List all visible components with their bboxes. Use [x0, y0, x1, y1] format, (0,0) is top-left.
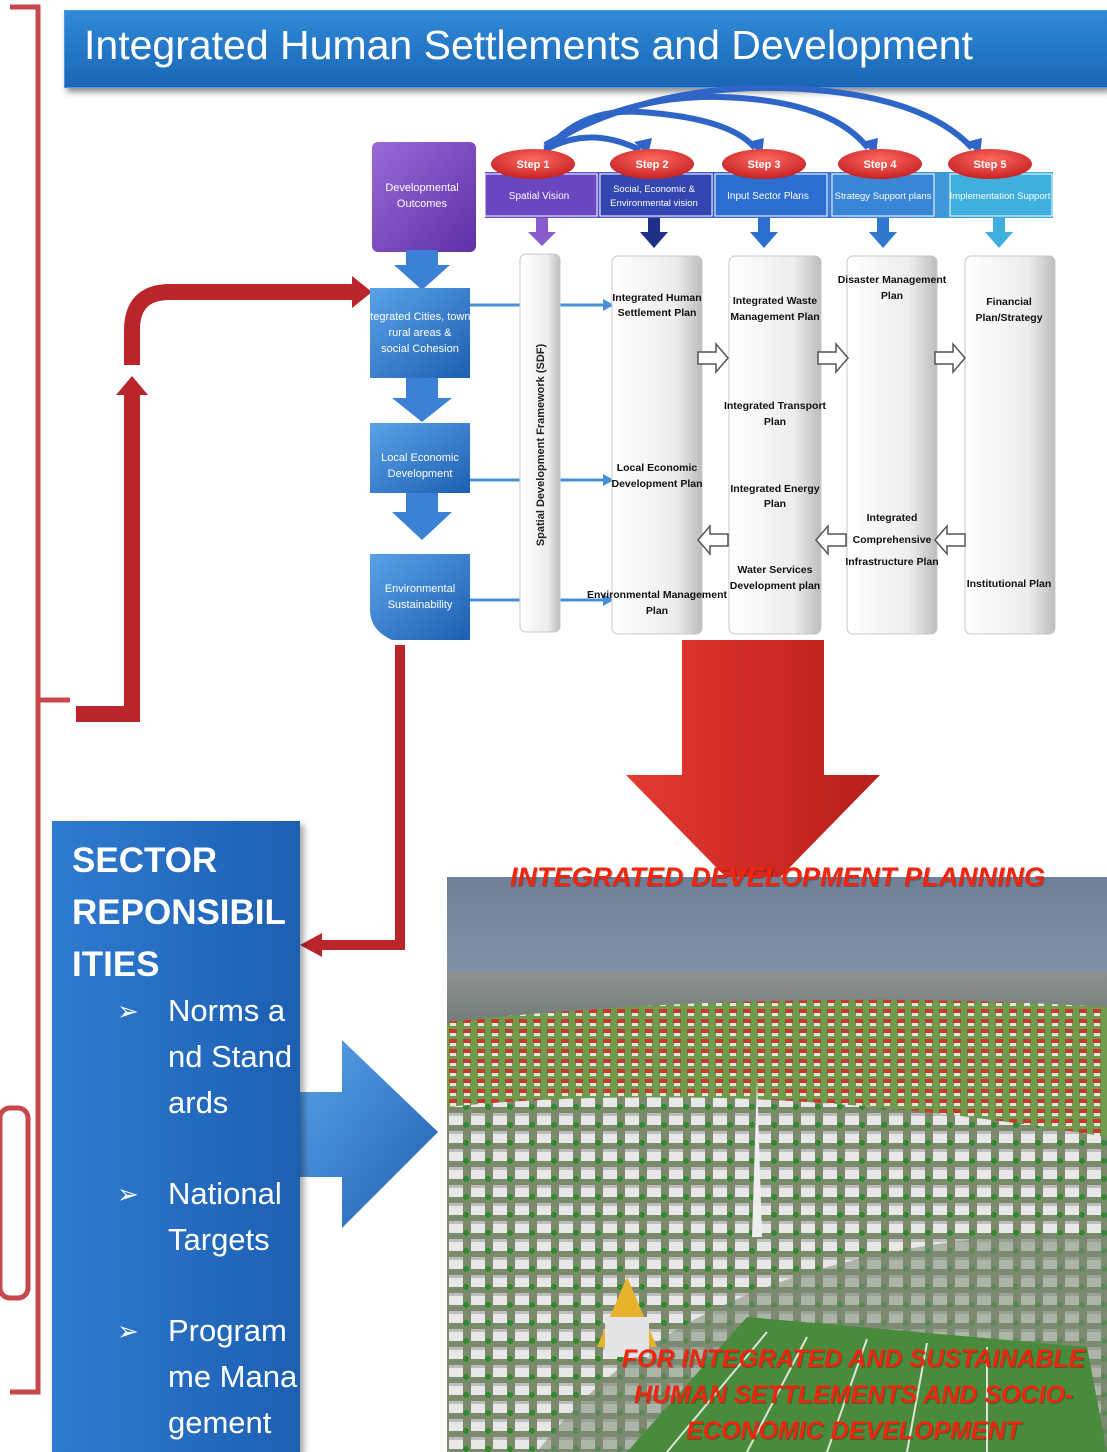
sector-heading: SECTOR REPONSIBIL ITIES [72, 841, 286, 984]
plan-label: Water Services [738, 564, 813, 576]
svg-text:Infrastructure Plan: Infrastructure Plan [845, 556, 938, 568]
step-down-arrows [528, 218, 1013, 248]
big-blue-right-arrow [300, 1040, 438, 1228]
settlement-render-image [447, 877, 1107, 1452]
plan-label: Plan [764, 416, 786, 428]
bullet-programme: ➢ Programme Management [120, 1308, 300, 1452]
step-2-label: Step 2 [635, 159, 668, 171]
arrow-bullet-icon: ➢ [117, 996, 139, 1026]
sdf-column [519, 253, 561, 633]
outcome-1-line2: rural areas & [389, 327, 453, 339]
outcome-box-integrated-cities [370, 288, 470, 378]
bullet-norms: ➢ Norms and Standards [117, 988, 300, 1168]
plan-label: Settlement Plan [618, 307, 697, 319]
plan-label: Integrated Transport [724, 400, 827, 412]
step-3-label: Step 3 [747, 159, 780, 171]
step-titles: Spatial Vision Social, Economic & Enviro… [509, 184, 1051, 209]
settlement-illustration [447, 877, 1107, 1452]
outcome-3-line1: Environmental [385, 583, 455, 595]
plan-label: Environmental Management [587, 589, 728, 601]
step-5-title: Implementation Support [950, 191, 1051, 202]
plan-label: Financial [986, 296, 1032, 308]
step-ellipses [491, 149, 1032, 179]
bullet-targets: ➢ National Targets [117, 1171, 300, 1311]
photo-top-caption: INTEGRATED DEVELOPMENT PLANNING [510, 862, 1046, 892]
step-boxes [484, 173, 1053, 217]
red-arrowhead-right [352, 276, 372, 308]
red-connector-line [320, 645, 405, 950]
plan-label: Plan [764, 498, 786, 510]
step-labels: Step 1 Step 2 Step 3 Step 4 Step 5 [516, 159, 1006, 171]
left-red-box [0, 1105, 31, 1301]
step-1-label: Step 1 [516, 159, 549, 171]
red-return-arrow-line [76, 395, 140, 722]
step-5-label: Step 5 [973, 159, 1006, 171]
outcome-2-line1: Local Economic [381, 452, 459, 464]
plan-label: Plan [646, 605, 668, 617]
red-connector-arrowhead [300, 933, 322, 957]
bullet-text: National Targets [168, 1176, 282, 1257]
plan-column-3 [728, 255, 822, 635]
outcome-labels: Developmental Outcomes Integrated Cities… [361, 182, 479, 611]
step-3-title: Input Sector Plans [727, 191, 809, 202]
red-curved-arrow [124, 284, 355, 365]
step-curve-arrows [542, 84, 975, 154]
sector-responsibilities-box [52, 821, 300, 1452]
plan-label: Development plan [730, 580, 820, 592]
outcome-down-arrows [392, 250, 452, 540]
bullet-text: Programme Management [168, 1313, 298, 1440]
big-red-down-arrow [626, 640, 880, 905]
hollow-right-arrows [697, 341, 966, 375]
step-4-title: Strategy Support plans [835, 191, 932, 202]
arrow-bullet-icon: ➢ [120, 1316, 139, 1346]
step-4-label: Step 4 [863, 159, 897, 171]
plan-column-4 [846, 255, 938, 635]
svg-text:Institutional Plan: Institutional Plan [967, 578, 1052, 590]
outcome-box-environmental [370, 554, 470, 640]
plan-label: Local Economic [617, 462, 698, 474]
outcome-2-line2: Development [388, 468, 453, 480]
plan-column-2 [611, 255, 703, 635]
plan-label: Plan/Strategy [975, 312, 1042, 324]
plan-label: Disaster Management [838, 274, 947, 286]
left-bracket [10, 4, 41, 1395]
red-arrowhead-up [116, 376, 148, 395]
arrow-bullet-icon: ➢ [117, 1179, 139, 1209]
outcome-1-line1: Integrated Cities, towns, [361, 311, 479, 323]
hollow-left-arrows [697, 523, 966, 557]
plan-label: Integrated Human [612, 292, 701, 304]
bullet-text: Norms and Standards [168, 993, 293, 1120]
plan-label: Management Plan [730, 311, 819, 323]
plan-label: Development Plan [611, 478, 702, 490]
step-1-title: Spatial Vision [509, 191, 569, 202]
outcome-box-local-economic [370, 423, 470, 493]
page-title: Integrated Human Settlements and Develop… [84, 22, 973, 68]
developmental-outcomes-box [372, 142, 476, 252]
outcome-3-line2: Sustainability [388, 599, 453, 611]
photo-bottom-caption: FOR INTEGRATED AND SUSTAINABLE HUMAN SET… [621, 1345, 1086, 1445]
plan-label: Integrated Energy [730, 483, 819, 495]
outcomes-header-line2: Outcomes [397, 198, 448, 210]
plan-label: Integrated Waste [733, 295, 817, 307]
step-2-title-line2: Environmental vision [610, 198, 698, 209]
outcomes-header-line1: Developmental [385, 182, 458, 194]
outcome-1-line3: social Cohesion [381, 343, 459, 355]
sdf-label: Spatial Development Framework (SDF) [535, 344, 547, 547]
svg-text:Comprehensive: Comprehensive [853, 534, 932, 546]
step-2-title-line1: Social, Economic & [613, 184, 696, 195]
svg-text:Integrated: Integrated [867, 512, 918, 524]
title-bar [64, 10, 1107, 88]
plan-label: Plan [881, 290, 903, 302]
plan-column-5 [964, 255, 1056, 635]
